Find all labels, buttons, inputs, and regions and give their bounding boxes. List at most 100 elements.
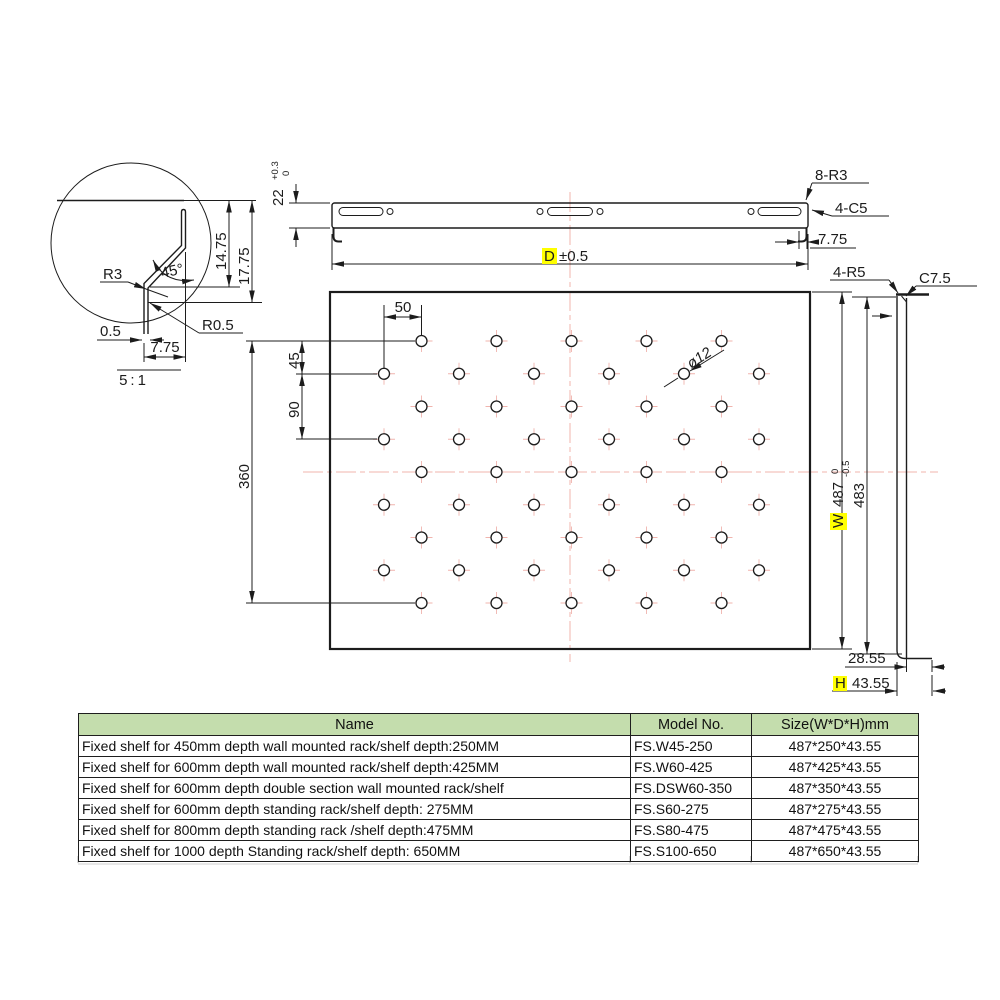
shelf-hole bbox=[415, 334, 428, 348]
shelf-hole bbox=[640, 596, 653, 610]
top-view: 22 +0.3 0 8-R3 4-C5 7.75 D ±0.5 bbox=[270, 161, 889, 270]
shelf-hole bbox=[452, 433, 466, 446]
spec-table-header-row: Name Model No. Size(W*D*H)mm bbox=[78, 713, 919, 736]
shelf-hole bbox=[715, 400, 728, 413]
centerlines bbox=[303, 192, 938, 662]
detail-lip-dim: 7.75 bbox=[150, 339, 179, 356]
shelf-hole bbox=[527, 564, 541, 577]
spec-table-body: Fixed shelf for 450mm depth wall mounted… bbox=[78, 735, 919, 862]
width-letter-highlight bbox=[830, 513, 847, 530]
shelf-hole bbox=[565, 334, 578, 348]
shelf-hole bbox=[565, 400, 578, 413]
table-cell-size: 487*650*43.55 bbox=[751, 840, 919, 862]
profile-height-dim: 22 bbox=[270, 189, 287, 206]
shelf-hole bbox=[452, 498, 466, 511]
height-letter-highlight bbox=[833, 676, 847, 691]
mount-slot bbox=[757, 207, 802, 216]
table-row: Fixed shelf for 600mm depth wall mounted… bbox=[78, 756, 919, 778]
table-cell-model: FS.S60-275 bbox=[630, 798, 752, 820]
height-value: 43.55 bbox=[852, 675, 890, 692]
lip-offset-dim: 7.75 bbox=[818, 231, 847, 248]
shelf-hole bbox=[415, 465, 428, 479]
detail-scale-label: 5:1 bbox=[119, 372, 149, 389]
table-cell-size: 487*350*43.55 bbox=[751, 777, 919, 799]
width-value: 487 bbox=[830, 482, 847, 507]
inner-width-dim: 483 bbox=[851, 483, 868, 508]
table-cell-size: 487*275*43.55 bbox=[751, 798, 919, 820]
shelf-hole bbox=[677, 433, 691, 446]
shelf-hole bbox=[377, 564, 391, 577]
spec-table: Name Model No. Size(W*D*H)mm Fixed shelf… bbox=[78, 713, 919, 862]
detail-slot-cap bbox=[180, 208, 187, 213]
side-chamfer-note: C7.5 bbox=[919, 270, 951, 287]
table-cell-size: 487*425*43.55 bbox=[751, 756, 919, 778]
shelf-hole bbox=[527, 498, 541, 511]
table-row: Fixed shelf for 600mm depth double secti… bbox=[78, 777, 919, 799]
shelf-hole bbox=[715, 334, 728, 348]
shelf-hole bbox=[715, 596, 728, 610]
col-header-name: Name bbox=[78, 713, 631, 736]
end-chamfer-note: 4-C5 bbox=[835, 200, 868, 217]
mount-slot bbox=[338, 207, 384, 216]
shelf-hole bbox=[377, 367, 391, 380]
shelf-hole bbox=[490, 334, 503, 348]
depth-tolerance: ±0.5 bbox=[559, 248, 588, 265]
corner-radius-label: R0.5 bbox=[202, 317, 234, 334]
table-cell-name: Fixed shelf for 600mm depth wall mounted… bbox=[78, 756, 631, 778]
shelf-hole bbox=[490, 531, 503, 544]
table-cell-name: Fixed shelf for 600mm depth standing rac… bbox=[78, 798, 631, 820]
shelf-hole bbox=[565, 531, 578, 544]
table-cell-model: FS.S80-475 bbox=[630, 819, 752, 841]
table-row: Fixed shelf for 600mm depth standing rac… bbox=[78, 798, 919, 820]
shelf-hole bbox=[752, 498, 766, 511]
width-tol-lower: -0.5 bbox=[841, 461, 852, 477]
left-lip bbox=[332, 228, 342, 243]
table-cell-name: Fixed shelf for 600mm depth double secti… bbox=[78, 777, 631, 799]
col-header-model: Model No. bbox=[630, 713, 752, 736]
shelf-hole bbox=[490, 400, 503, 413]
side-view: 4-R5 C7.5 28.55 H 43.55 bbox=[830, 264, 977, 696]
shelf-hole bbox=[565, 465, 578, 479]
table-row: Fixed shelf for 800mm depth standing rac… bbox=[78, 819, 919, 841]
table-cell-name: Fixed shelf for 800mm depth standing rac… bbox=[78, 819, 631, 841]
table-cell-name: Fixed shelf for 450mm depth wall mounted… bbox=[78, 735, 631, 757]
mount-hole bbox=[596, 208, 604, 215]
row-pitch-dim: 45 bbox=[286, 352, 303, 369]
shelf-hole bbox=[752, 433, 766, 446]
table-cell-size: 487*475*43.55 bbox=[751, 819, 919, 841]
table-cell-model: FS.DSW60-350 bbox=[630, 777, 752, 799]
table-cell-model: FS.W60-425 bbox=[630, 756, 752, 778]
depth-letter: D bbox=[544, 248, 555, 265]
shelf-hole bbox=[565, 596, 578, 610]
shelf-profile bbox=[331, 202, 809, 229]
ventilation-holes bbox=[377, 334, 766, 610]
col-header-size: Size(W*D*H)mm bbox=[751, 713, 919, 736]
detail-overall-flange-dim: 17.75 bbox=[236, 247, 253, 285]
depth-letter-highlight bbox=[542, 248, 557, 264]
detail-view: 14.75 17.75 R3 45° R0.5 0.5 7.75 5:1 bbox=[50, 162, 262, 389]
detail-circle bbox=[50, 162, 212, 324]
height-letter: H bbox=[835, 675, 846, 692]
detail-flange-dim: 14.75 bbox=[213, 232, 230, 270]
shelf-hole bbox=[415, 400, 428, 413]
shelf-hole bbox=[677, 498, 691, 511]
profile-height-tol-upper: +0.3 bbox=[270, 161, 281, 180]
shelf-hole bbox=[602, 433, 616, 446]
shelf-hole bbox=[602, 498, 616, 511]
shelf-hole bbox=[527, 367, 541, 380]
mount-hole bbox=[747, 208, 755, 215]
shelf-hole bbox=[527, 433, 541, 446]
shelf-hole bbox=[677, 564, 691, 577]
table-cell-name: Fixed shelf for 1000 depth Standing rack… bbox=[78, 840, 631, 862]
side-fillet-note: 4-R5 bbox=[833, 264, 866, 281]
width-tol-upper: 0 bbox=[830, 469, 841, 474]
shelf-hole bbox=[715, 531, 728, 544]
corner-radius-note: 8-R3 bbox=[815, 167, 848, 184]
shelf-hole bbox=[715, 465, 728, 479]
shelf-hole bbox=[377, 433, 391, 446]
shelf-hole bbox=[377, 498, 391, 511]
shelf-hole bbox=[415, 596, 428, 610]
shelf-hole bbox=[452, 367, 466, 380]
shelf-hole bbox=[752, 367, 766, 380]
shelf-hole bbox=[677, 367, 691, 380]
